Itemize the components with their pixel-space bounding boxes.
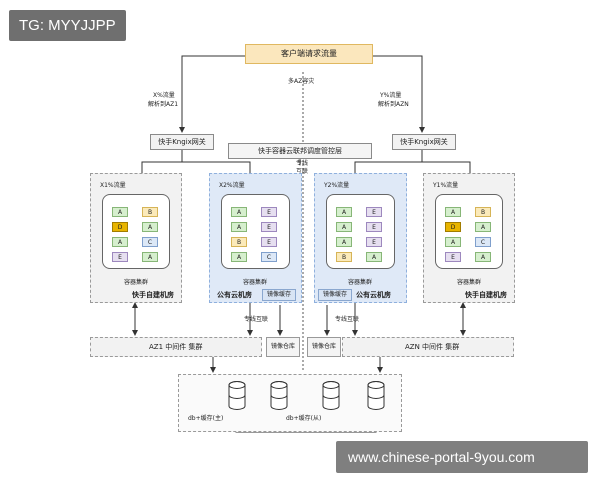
leased-line-interconnect-label: 专线互联 (335, 316, 360, 323)
middleware-az1: AZ1 中间件 集群 (90, 337, 262, 357)
container-cell: A (336, 237, 352, 247)
database-cylinder (270, 381, 288, 410)
container-cell: E (261, 222, 277, 232)
mirror-repo-right: 镜像仓库 (307, 337, 341, 357)
db-slave-label: db+缓存(从) (286, 415, 322, 422)
container-cell: A (336, 222, 352, 232)
database-cylinder (228, 381, 246, 410)
room-name-label: 快手自建机房 (132, 291, 174, 299)
container-cell: E (261, 207, 277, 217)
container-cell: B (142, 207, 158, 217)
middleware-az1-label: AZ1 中间件 集群 (149, 343, 203, 351)
database-cylinder (322, 381, 340, 410)
interconnect-label: 互联 (296, 168, 309, 175)
database-cluster-box (178, 374, 402, 432)
x-traffic-label: X%流量 (153, 92, 175, 99)
container-cell: C (475, 237, 491, 247)
container-cell: D (112, 222, 128, 232)
container-cell: B (336, 252, 352, 262)
room-traffic-label: X2%流量 (219, 182, 245, 189)
container-cell: A (475, 222, 491, 232)
gateway-left: 快手Kngix网关 (150, 134, 214, 150)
container-cell: A (445, 207, 461, 217)
container-cell: E (366, 207, 382, 217)
watermark-badge-bottom: www.chinese-portal-9you.com (336, 441, 588, 473)
container-cell: E (366, 237, 382, 247)
leased-line-label: 专线 (296, 160, 309, 167)
cluster-label: 容器集群 (243, 279, 268, 286)
container-cell: B (231, 237, 247, 247)
federation-control-box: 快手容器云联邦调度管控层 (228, 143, 372, 159)
x-resolve-label: 解析到AZ1 (148, 101, 179, 108)
container-cell: E (261, 237, 277, 247)
container-cell: A (336, 207, 352, 217)
db-master-label: db+缓存(主) (188, 415, 224, 422)
room-traffic-label: X1%流量 (100, 182, 126, 189)
gateway-right: 快手Kngix网关 (392, 134, 456, 150)
container-cell: E (366, 222, 382, 232)
container-cell: C (261, 252, 277, 262)
cluster-label: 容器集群 (457, 279, 482, 286)
y-resolve-label: 解析到AZN (378, 101, 409, 108)
container-cell: A (231, 207, 247, 217)
room-name-label: 公有云机房 (217, 291, 252, 299)
watermark-badge-top: TG: MYYJJPP (9, 10, 126, 41)
room-name-label: 公有云机房 (356, 291, 391, 299)
room-name-label: 快手自建机房 (465, 291, 507, 299)
mirror-repo-left: 镜像仓库 (266, 337, 300, 357)
room-traffic-label: Y2%流量 (324, 182, 350, 189)
container-cell: A (475, 252, 491, 262)
leased-line-interconnect-label: 专线互联 (244, 316, 269, 323)
container-cell: A (366, 252, 382, 262)
cluster-label: 容器集群 (124, 279, 149, 286)
container-cell: A (142, 222, 158, 232)
container-cell: A (142, 252, 158, 262)
multi-az-label: 多AZ容灾 (288, 78, 315, 85)
container-cell: A (112, 207, 128, 217)
container-cell: A (231, 252, 247, 262)
container-cell: B (475, 207, 491, 217)
middleware-azn-label: AZN 中间件 集群 (405, 343, 460, 351)
container-cell: A (231, 222, 247, 232)
container-cell: A (112, 237, 128, 247)
y-traffic-label: Y%流量 (380, 92, 402, 99)
mirror-cache-badge: 镜像缓存 (318, 289, 352, 301)
database-cylinder (367, 381, 385, 410)
cluster-label: 容器集群 (348, 279, 373, 286)
container-cell: D (445, 222, 461, 232)
middleware-azn: AZN 中间件 集群 (342, 337, 514, 357)
container-cell: E (112, 252, 128, 262)
container-cell: C (142, 237, 158, 247)
room-traffic-label: Y1%流量 (433, 182, 459, 189)
container-cell: E (445, 252, 461, 262)
mirror-cache-badge: 镜像缓存 (262, 289, 296, 301)
container-cell: A (445, 237, 461, 247)
client-traffic-box: 客户端请求流量 (245, 44, 373, 64)
